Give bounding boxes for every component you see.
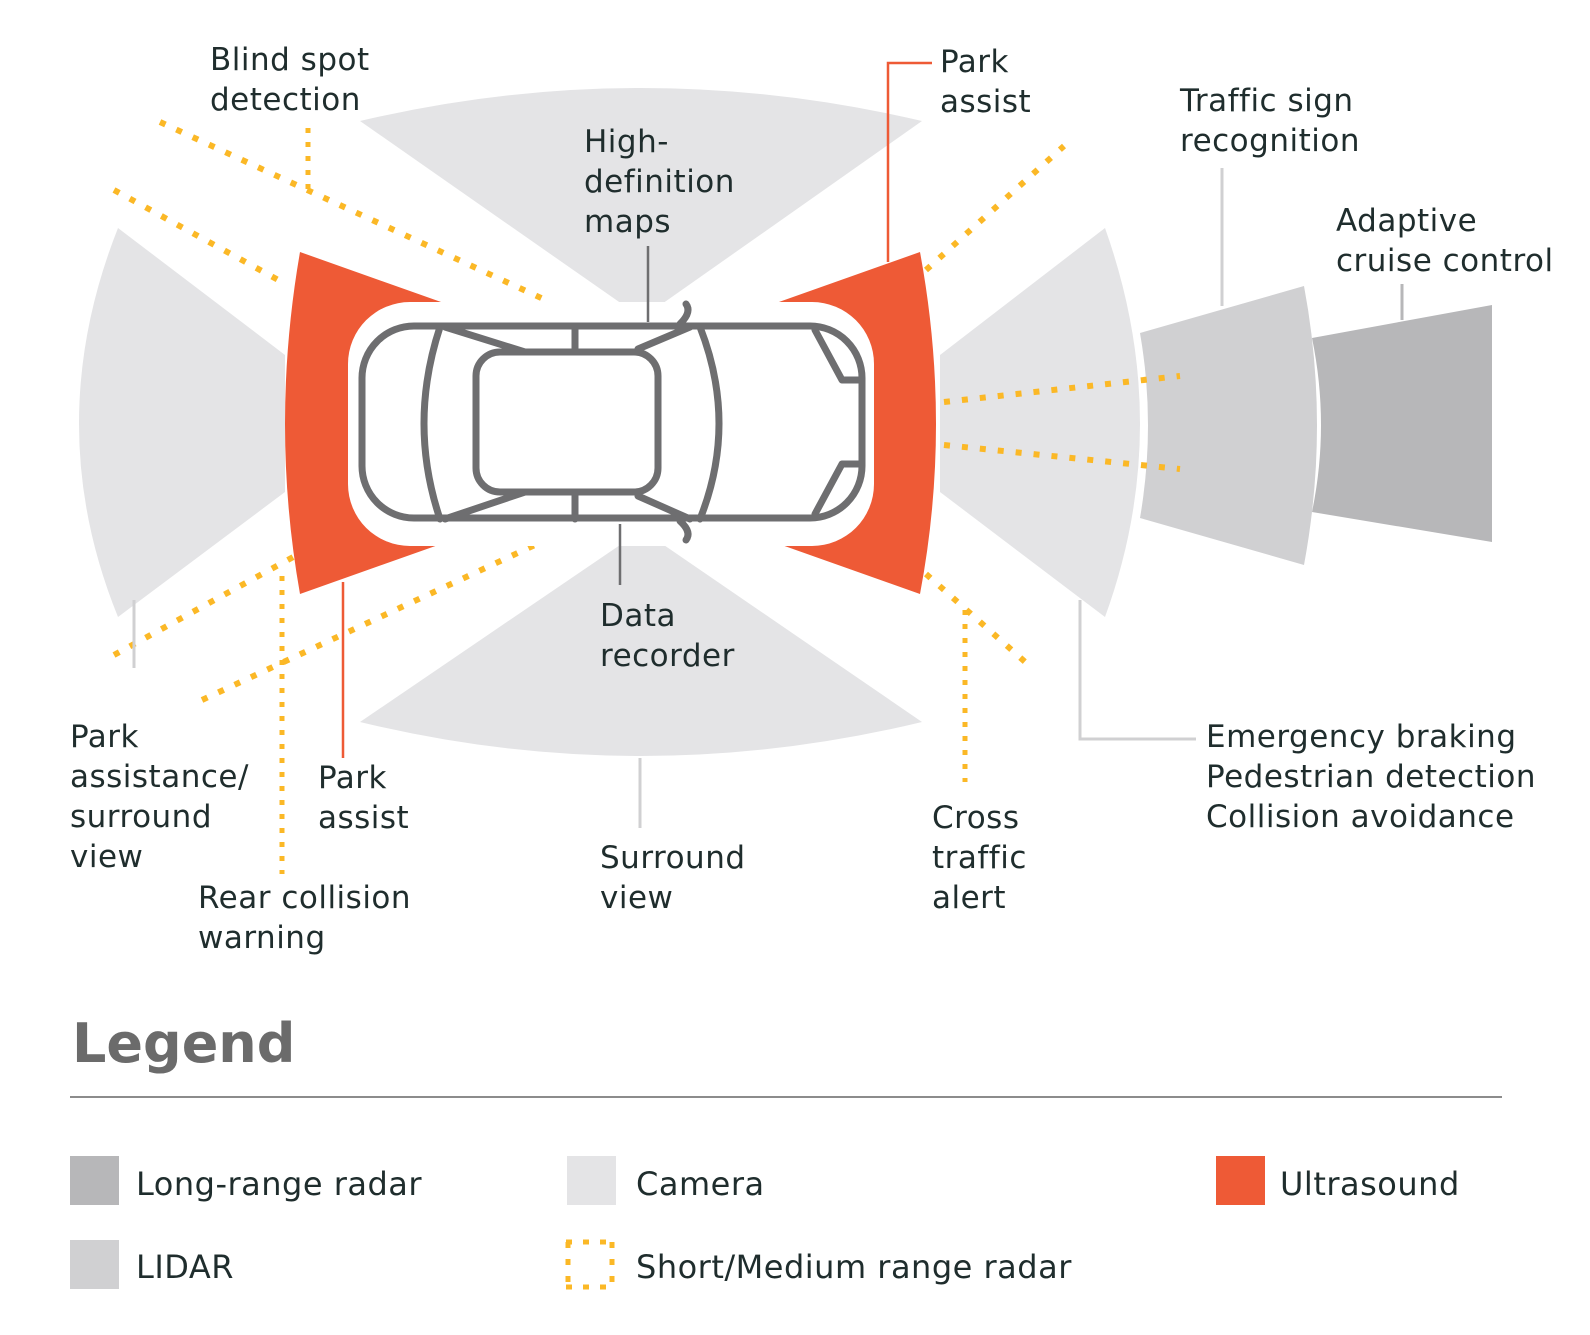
leader-lines — [132, 61, 1404, 874]
leader-park-assist-top — [886, 61, 932, 262]
legend-label-short-medium-radar: Short/Medium range radar — [636, 1248, 1072, 1286]
camera-zone-bottom — [360, 530, 922, 756]
legend-title: Legend — [72, 1012, 296, 1075]
legend-swatch-ultrasound — [1216, 1156, 1265, 1205]
lidar-zone — [1140, 286, 1317, 565]
legend-label-ultrasound: Ultrasound — [1280, 1165, 1460, 1203]
car-top-view — [348, 300, 874, 546]
camera-zone-top — [360, 88, 922, 318]
legend-divider — [70, 1096, 1502, 1098]
camera-zone-front — [940, 228, 1140, 617]
legend-label-lidar: LIDAR — [136, 1248, 234, 1286]
legend-swatch-short-medium-radar — [565, 1239, 615, 1290]
legend-label-camera: Camera — [636, 1165, 765, 1203]
leader-emergency — [1078, 600, 1196, 741]
legend-swatch-camera — [567, 1156, 616, 1205]
camera-zone-rear — [79, 228, 285, 617]
legend-swatch-long-range-radar — [70, 1156, 119, 1205]
long-range-radar-zone — [1312, 305, 1492, 542]
legend-label-long-range-radar: Long-range radar — [136, 1165, 423, 1203]
legend-swatch-lidar — [70, 1240, 119, 1289]
